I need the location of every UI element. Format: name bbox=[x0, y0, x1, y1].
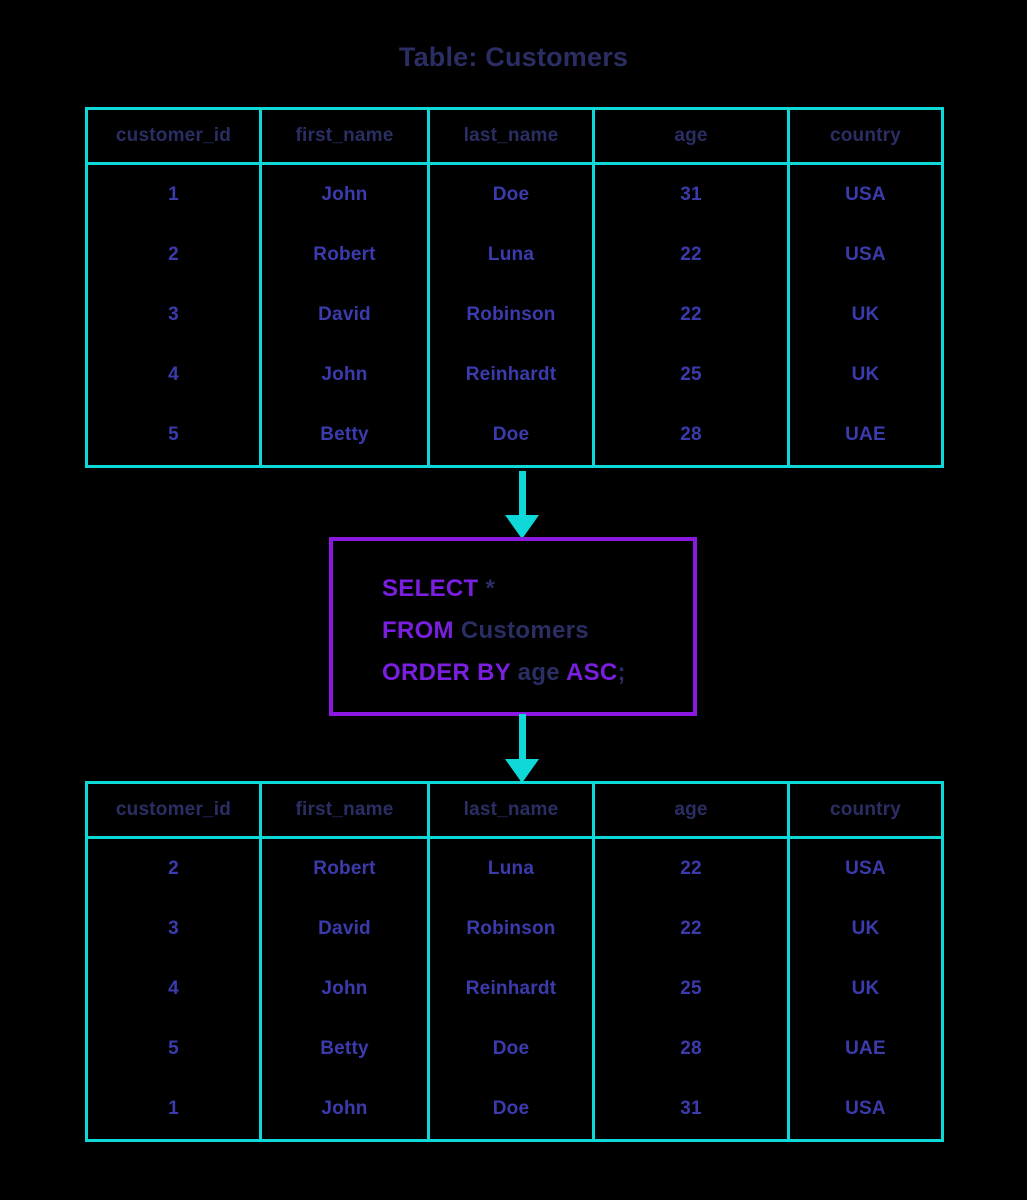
output-table-cell-age: 22 bbox=[592, 837, 790, 899]
input-table-cell-country: USA bbox=[787, 163, 944, 225]
output-table-cell-country: USA bbox=[787, 1079, 944, 1142]
input-table-cell-first_name: John bbox=[259, 345, 430, 405]
input-table-column-header: last_name bbox=[427, 107, 595, 165]
sql-keyword: ORDER BY bbox=[382, 659, 511, 686]
output-table-column-header: customer_id bbox=[85, 781, 262, 839]
input-table-cell-first_name: Betty bbox=[259, 405, 430, 468]
input-table-column-header: country bbox=[787, 107, 944, 165]
sql-identifier: * bbox=[478, 575, 496, 602]
output-table-cell-first_name: David bbox=[259, 899, 430, 959]
output-table-column-header: last_name bbox=[427, 781, 595, 839]
input-table-cell-country: USA bbox=[787, 225, 944, 285]
sql-query-line: SELECT * bbox=[382, 568, 626, 610]
input-table-cell-age: 28 bbox=[592, 405, 790, 468]
input-table-column-header: customer_id bbox=[85, 107, 262, 165]
output-table-column-header: age bbox=[592, 781, 790, 839]
output-table-cell-first_name: John bbox=[259, 959, 430, 1019]
output-table-cell-last_name: Doe bbox=[427, 1019, 595, 1079]
input-table-cell-first_name: John bbox=[259, 163, 430, 225]
output-table-cell-last_name: Doe bbox=[427, 1079, 595, 1142]
down-arrow-icon-top bbox=[505, 471, 539, 539]
output-table-cell-last_name: Luna bbox=[427, 837, 595, 899]
output-table-cell-age: 31 bbox=[592, 1079, 790, 1142]
sql-keyword: SELECT bbox=[382, 575, 479, 602]
input-table-cell-customer_id: 4 bbox=[85, 345, 262, 405]
output-table-cell-first_name: Robert bbox=[259, 837, 430, 899]
input-table-column-header: age bbox=[592, 107, 790, 165]
output-table-cell-last_name: Reinhardt bbox=[427, 959, 595, 1019]
input-table-cell-last_name: Robinson bbox=[427, 285, 595, 345]
input-table-cell-last_name: Doe bbox=[427, 163, 595, 225]
input-table-cell-age: 22 bbox=[592, 285, 790, 345]
input-table-cell-last_name: Reinhardt bbox=[427, 345, 595, 405]
output-table-cell-customer_id: 1 bbox=[85, 1079, 262, 1142]
input-table-cell-age: 25 bbox=[592, 345, 790, 405]
output-table-cell-age: 25 bbox=[592, 959, 790, 1019]
sql-keyword: ASC bbox=[565, 659, 618, 686]
input-table-cell-country: UK bbox=[787, 345, 944, 405]
output-table-cell-customer_id: 3 bbox=[85, 899, 262, 959]
arrow-head bbox=[505, 515, 539, 539]
arrow-shaft bbox=[519, 471, 526, 519]
output-table-cell-country: UAE bbox=[787, 1019, 944, 1079]
sql-identifier: age bbox=[510, 659, 566, 686]
output-table-cell-first_name: Betty bbox=[259, 1019, 430, 1079]
input-table-cell-age: 31 bbox=[592, 163, 790, 225]
input-table-cell-country: UK bbox=[787, 285, 944, 345]
input-table-cell-customer_id: 5 bbox=[85, 405, 262, 468]
output-table-cell-customer_id: 5 bbox=[85, 1019, 262, 1079]
sql-query-line: FROM Customers bbox=[382, 610, 626, 652]
output-table-cell-country: UK bbox=[787, 959, 944, 1019]
output-table-cell-first_name: John bbox=[259, 1079, 430, 1142]
input-table-cell-first_name: David bbox=[259, 285, 430, 345]
output-table-column-header: country bbox=[787, 781, 944, 839]
sql-query-line: ORDER BY age ASC; bbox=[382, 652, 626, 694]
sql-keyword: FROM bbox=[382, 617, 454, 644]
output-table-cell-customer_id: 2 bbox=[85, 837, 262, 899]
input-table-column-header: first_name bbox=[259, 107, 430, 165]
output-table-cell-age: 22 bbox=[592, 899, 790, 959]
output-table-cell-age: 28 bbox=[592, 1019, 790, 1079]
arrow-shaft bbox=[519, 714, 526, 763]
output-table-column-header: first_name bbox=[259, 781, 430, 839]
down-arrow-icon-bottom bbox=[505, 714, 539, 783]
output-table-cell-customer_id: 4 bbox=[85, 959, 262, 1019]
output-table-cell-country: UK bbox=[787, 899, 944, 959]
arrow-head bbox=[505, 759, 539, 783]
input-table-cell-customer_id: 2 bbox=[85, 225, 262, 285]
page-title: Table: Customers bbox=[398, 42, 629, 72]
input-table-cell-last_name: Doe bbox=[427, 405, 595, 468]
input-table-cell-country: UAE bbox=[787, 405, 944, 468]
output-table-cell-last_name: Robinson bbox=[427, 899, 595, 959]
input-table-cell-age: 22 bbox=[592, 225, 790, 285]
input-table-cell-first_name: Robert bbox=[259, 225, 430, 285]
input-table-cell-last_name: Luna bbox=[427, 225, 595, 285]
input-table-cell-customer_id: 3 bbox=[85, 285, 262, 345]
output-table-cell-country: USA bbox=[787, 837, 944, 899]
sql-identifier: Customers bbox=[453, 617, 589, 644]
sql-identifier: ; bbox=[617, 659, 626, 686]
input-table-cell-customer_id: 1 bbox=[85, 163, 262, 225]
